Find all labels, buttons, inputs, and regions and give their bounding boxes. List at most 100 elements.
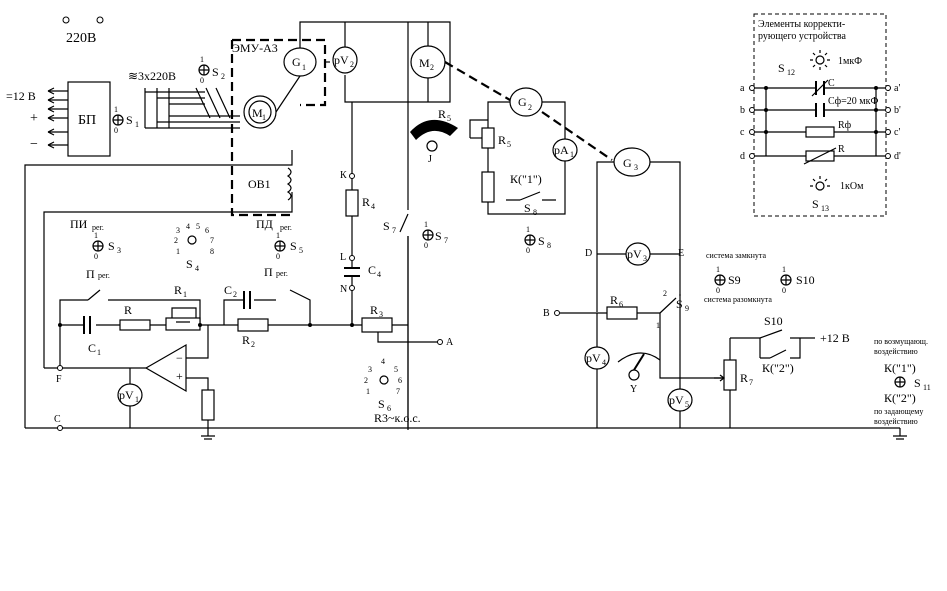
node-e: E	[678, 248, 684, 259]
svg-text:S10: S10	[764, 314, 783, 328]
svg-text:7: 7	[210, 236, 214, 245]
switch-s2[interactable]: 1 0 S 2	[198, 55, 225, 85]
svg-text:d: d	[740, 151, 745, 162]
svg-text:0: 0	[200, 76, 204, 85]
switch-s12[interactable]: S 12 1мкФ	[778, 50, 862, 77]
svg-text:6: 6	[398, 376, 402, 385]
correction-title-2: рующего устройства	[758, 31, 847, 42]
motor-m2: M 2	[410, 45, 446, 79]
svg-text:0: 0	[276, 252, 280, 261]
svg-text:2: 2	[430, 63, 434, 72]
svg-text:S: S	[435, 229, 442, 243]
svg-text:4: 4	[186, 222, 190, 231]
potentiometer-r7: R 7	[714, 359, 753, 391]
svg-text:pA: pA	[554, 143, 569, 157]
resistor-r	[119, 319, 151, 331]
knob-r5-j[interactable]: J R 5	[410, 107, 458, 165]
switch-s10-contacts[interactable]: S10 К("2")	[759, 314, 794, 375]
svg-text:S10: S10	[796, 273, 815, 287]
node-f: F	[56, 374, 62, 385]
node-l: L	[340, 252, 346, 263]
plus12-label: +12 В	[820, 331, 850, 345]
svg-text:3: 3	[176, 226, 180, 235]
svg-text:6: 6	[387, 404, 391, 413]
switch-s1[interactable]: 1 0 S 1	[112, 105, 139, 135]
svg-text:1: 1	[302, 63, 306, 72]
voltmeter-pv2: pV 2	[332, 46, 358, 74]
voltmeter-pv5: pV 5	[667, 388, 693, 412]
svg-text:+: +	[176, 369, 183, 383]
svg-text:S9: S9	[728, 273, 741, 287]
svg-text:1: 1	[183, 290, 187, 299]
svg-text:12: 12	[787, 68, 795, 77]
svg-text:S: S	[778, 61, 785, 75]
svg-text:S: S	[290, 239, 297, 253]
correction-panel	[753, 13, 887, 217]
ammeter-pa1: pA 1	[552, 138, 578, 162]
svg-text:a': a'	[894, 83, 900, 94]
resistor-opamp	[201, 389, 215, 421]
svg-text:S: S	[108, 239, 115, 253]
selector-s6[interactable]: 3 4 5 2 6 1 7 S 6	[364, 357, 402, 413]
svg-text:0: 0	[716, 286, 720, 295]
switch-s5[interactable]: 1 0 S 5	[274, 231, 303, 261]
resistor-r4: R 4	[345, 189, 375, 217]
svg-text:3: 3	[634, 163, 638, 172]
svg-text:воздействию: воздействию	[874, 347, 918, 356]
svg-text:0: 0	[424, 241, 428, 250]
svg-text:0: 0	[114, 126, 118, 135]
svg-text:рег.: рег.	[98, 271, 110, 280]
svg-text:7: 7	[392, 226, 396, 235]
svg-text:2: 2	[221, 72, 225, 81]
knob-y[interactable]: Y	[617, 352, 661, 395]
selector-s4[interactable]: 3 4 5 6 2 7 1 8 S 4	[174, 222, 214, 273]
svg-text:5: 5	[447, 114, 451, 123]
svg-text:1: 1	[135, 395, 139, 404]
resistor-g2-field	[481, 171, 495, 203]
svg-text:2: 2	[174, 236, 178, 245]
svg-text:pV: pV	[669, 393, 684, 407]
svg-text:7: 7	[444, 236, 448, 245]
switch-s9[interactable]: система замкнута 1 0 S9 система разомкну…	[704, 251, 772, 304]
svg-text:2: 2	[528, 103, 532, 112]
svg-text:R: R	[242, 333, 250, 347]
svg-text:b: b	[740, 105, 745, 116]
three-phase-label: ≋3х220В	[128, 69, 176, 83]
power-supply-unit: БП	[67, 81, 111, 157]
svg-text:9: 9	[685, 304, 689, 313]
switch-s3[interactable]: 1 0 S 3	[92, 231, 121, 261]
svg-text:4: 4	[371, 202, 375, 211]
svg-text:3: 3	[368, 365, 372, 374]
voltmeter-pv1: pV 1	[117, 383, 143, 407]
switch-s11[interactable]: по возмущающ. воздействию К("1") S 11 К(…	[874, 337, 931, 426]
svg-text:К("1"): К("1")	[510, 172, 542, 186]
svg-text:К("2"): К("2")	[884, 391, 916, 405]
svg-text:3: 3	[379, 310, 383, 319]
svg-text:6: 6	[205, 226, 209, 235]
generator-g1: G 1	[283, 47, 317, 77]
svg-text:R: R	[438, 107, 446, 121]
svg-text:M: M	[419, 56, 430, 70]
svg-text:R: R	[740, 371, 748, 385]
switch-s9-contacts[interactable]: 2 1 S 9	[656, 289, 689, 330]
pi-label: ПИ	[70, 217, 88, 231]
svg-text:2: 2	[350, 60, 354, 69]
svg-text:Cф=20 мкФ: Cф=20 мкФ	[828, 96, 878, 107]
switch-s10[interactable]: 1 0 S10	[780, 265, 815, 295]
correction-title-1: Элементы корректи-	[758, 19, 845, 30]
svg-text:1мкФ: 1мкФ	[838, 56, 862, 67]
switch-s7[interactable]: S 7 1 0 S 7	[383, 22, 448, 430]
svg-text:C: C	[828, 78, 835, 89]
svg-text:1: 1	[176, 247, 180, 256]
top-bus	[299, 21, 451, 103]
svg-text:S: S	[186, 257, 193, 271]
svg-text:R: R	[174, 283, 182, 297]
svg-text:3: 3	[643, 254, 647, 263]
switch-s8[interactable]: 1 0 S 8	[524, 225, 551, 255]
svg-text:1: 1	[526, 225, 530, 234]
svg-text:11: 11	[923, 383, 931, 392]
switch-s8-contacts[interactable]: К("1") S 8	[506, 172, 556, 217]
switch-s13[interactable]: 1кОм S 13	[810, 176, 864, 213]
minus-label: −	[30, 137, 38, 152]
